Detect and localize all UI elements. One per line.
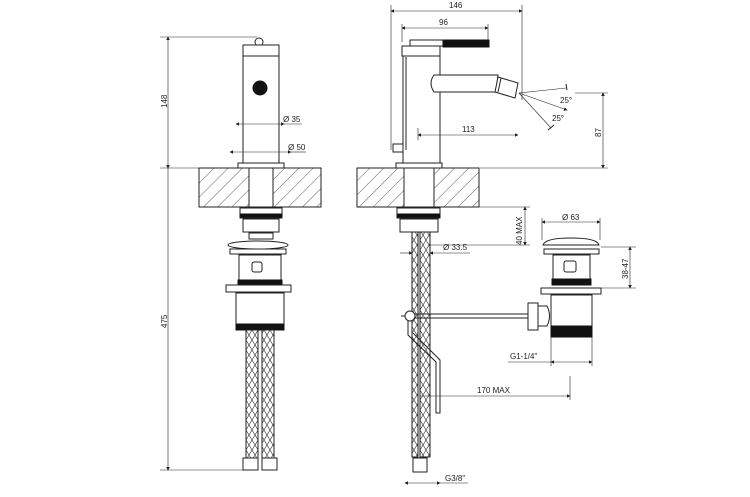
angle-lower: 25° (552, 114, 564, 123)
dim-96: 96 (439, 18, 448, 27)
dim-diameter-35: Ø 35 (283, 115, 301, 124)
dim-170-max: 170 MAX (477, 386, 511, 395)
angle-upper: 25° (560, 96, 572, 105)
rod-nut (527, 302, 539, 331)
hose-right (261, 329, 275, 459)
spout (430, 74, 499, 93)
faucet-body (242, 44, 280, 164)
handle-lever (409, 39, 444, 47)
rod-joint (404, 310, 416, 322)
dim-diameter-33-5: Ø 33.5 (443, 243, 468, 252)
side-view: 146 96 25° 25° 113 87 (356, 1, 608, 485)
popup-rod (407, 321, 441, 414)
waste-cap (227, 240, 289, 250)
waste-cap-side (542, 237, 600, 246)
hose-side-1 (411, 231, 419, 458)
dim-113: 113 (462, 125, 475, 134)
hose-left (245, 329, 259, 459)
faucet-body-side (402, 55, 441, 165)
dim-g3-8: G3/8" (445, 474, 465, 483)
dim-146: 146 (449, 1, 463, 10)
dim-475: 475 (160, 314, 169, 328)
popup-knob (392, 143, 404, 153)
dim-diameter-63: Ø 63 (562, 213, 580, 222)
dim-diameter-50: Ø 50 (288, 143, 306, 152)
front-view: 148 475 Ø 35 Ø 50 (160, 36, 322, 471)
dim-148: 148 (160, 94, 169, 108)
dim-g1-1-4: G1-1/4" (510, 352, 537, 361)
waste-detail: Ø 63 38-47 G1-1/4" (508, 213, 636, 366)
dim-40-max: 40 MAX (515, 216, 524, 245)
spout-outlet (252, 80, 268, 96)
dim-38-47: 38-47 (621, 258, 630, 279)
dim-87: 87 (594, 128, 603, 137)
